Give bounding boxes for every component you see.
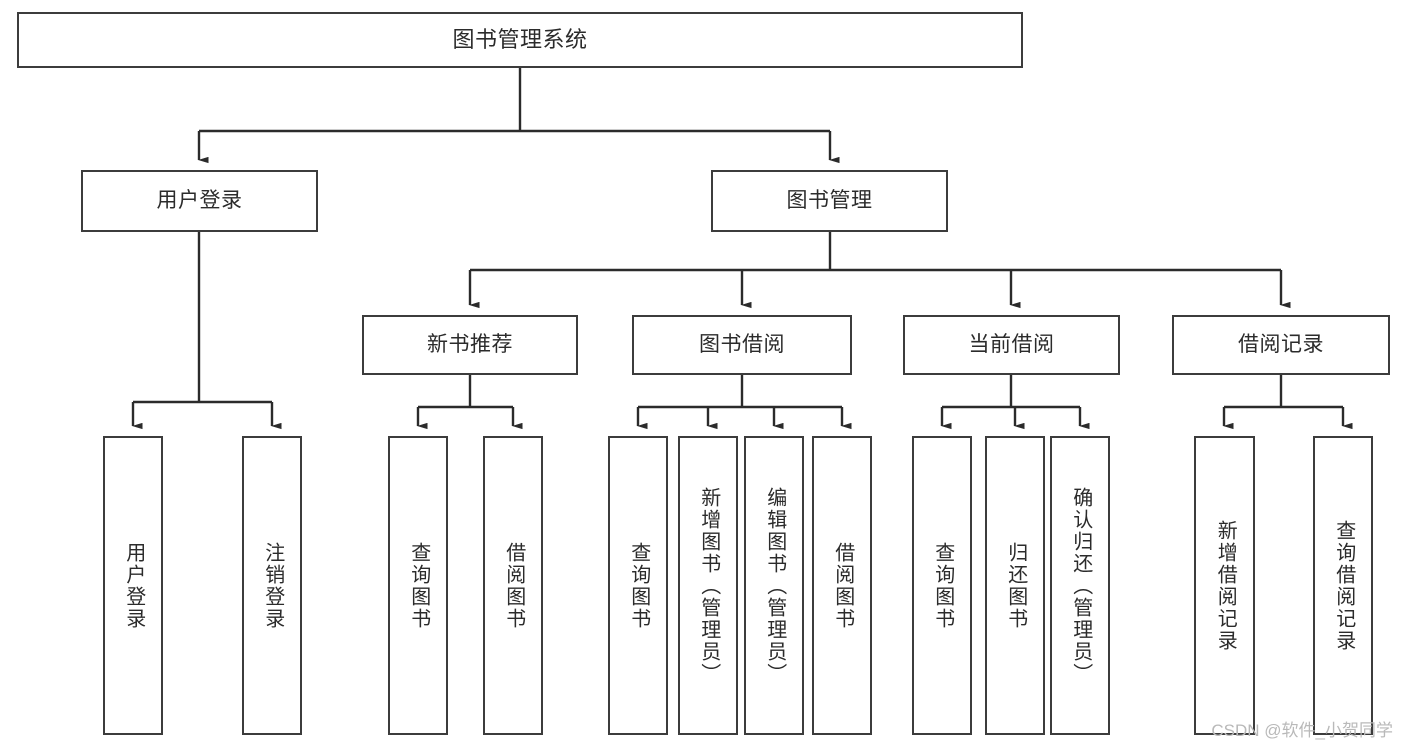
leaf-query-borrow-record-label: 查询借阅记录 (1332, 519, 1355, 652)
node-borrow-records[interactable]: 借阅记录 (1172, 315, 1390, 375)
leaf-query-books-current-label: 查询图书 (931, 541, 954, 630)
leaf-confirm-return-admin[interactable]: 确认归还（管理员） (1050, 436, 1110, 735)
leaf-user-login[interactable]: 用户登录 (103, 436, 163, 735)
leaf-query-books-borrow-label: 查询图书 (627, 541, 650, 630)
node-root-label: 图书管理系统 (452, 27, 588, 53)
leaf-user-login-label: 用户登录 (122, 541, 145, 630)
node-book-borrow[interactable]: 图书借阅 (632, 315, 852, 375)
node-current-borrow-label: 当前借阅 (968, 332, 1055, 356)
node-book-management-label: 图书管理 (786, 188, 873, 212)
leaf-add-borrow-record[interactable]: 新增借阅记录 (1194, 436, 1255, 735)
leaf-borrow-book[interactable]: 借阅图书 (812, 436, 872, 735)
leaf-query-books-recommend[interactable]: 查询图书 (388, 436, 448, 735)
node-current-borrow[interactable]: 当前借阅 (903, 315, 1120, 375)
leaf-return-book-label: 归还图书 (1004, 541, 1027, 630)
leaf-borrow-book-label: 借阅图书 (831, 541, 854, 630)
leaf-logout-login-label: 注销登录 (261, 541, 284, 630)
leaf-edit-book-admin-label: 编辑图书（管理员） (763, 486, 786, 685)
node-book-management[interactable]: 图书管理 (711, 170, 948, 232)
leaf-borrow-books-recommend-label: 借阅图书 (502, 541, 525, 630)
node-user-login-label: 用户登录 (156, 188, 243, 212)
node-new-book-recommend-label: 新书推荐 (427, 332, 513, 356)
leaf-logout-login[interactable]: 注销登录 (242, 436, 302, 735)
leaf-edit-book-admin[interactable]: 编辑图书（管理员） (744, 436, 804, 735)
node-book-borrow-label: 图书借阅 (699, 332, 785, 356)
node-root-system[interactable]: 图书管理系统 (17, 12, 1023, 68)
node-borrow-records-label: 借阅记录 (1238, 332, 1324, 356)
leaf-confirm-return-admin-label: 确认归还（管理员） (1069, 486, 1092, 685)
leaf-query-borrow-record[interactable]: 查询借阅记录 (1313, 436, 1373, 735)
leaf-add-borrow-record-label: 新增借阅记录 (1214, 519, 1237, 652)
leaf-query-books-current[interactable]: 查询图书 (912, 436, 972, 735)
leaf-add-book-admin-label: 新增图书（管理员） (697, 486, 720, 685)
node-user-login[interactable]: 用户登录 (81, 170, 318, 232)
leaf-query-books-recommend-label: 查询图书 (407, 541, 430, 630)
node-new-book-recommend[interactable]: 新书推荐 (362, 315, 578, 375)
leaf-borrow-books-recommend[interactable]: 借阅图书 (483, 436, 543, 735)
leaf-query-books-borrow[interactable]: 查询图书 (608, 436, 668, 735)
leaf-add-book-admin[interactable]: 新增图书（管理员） (678, 436, 738, 735)
leaf-return-book[interactable]: 归还图书 (985, 436, 1045, 735)
